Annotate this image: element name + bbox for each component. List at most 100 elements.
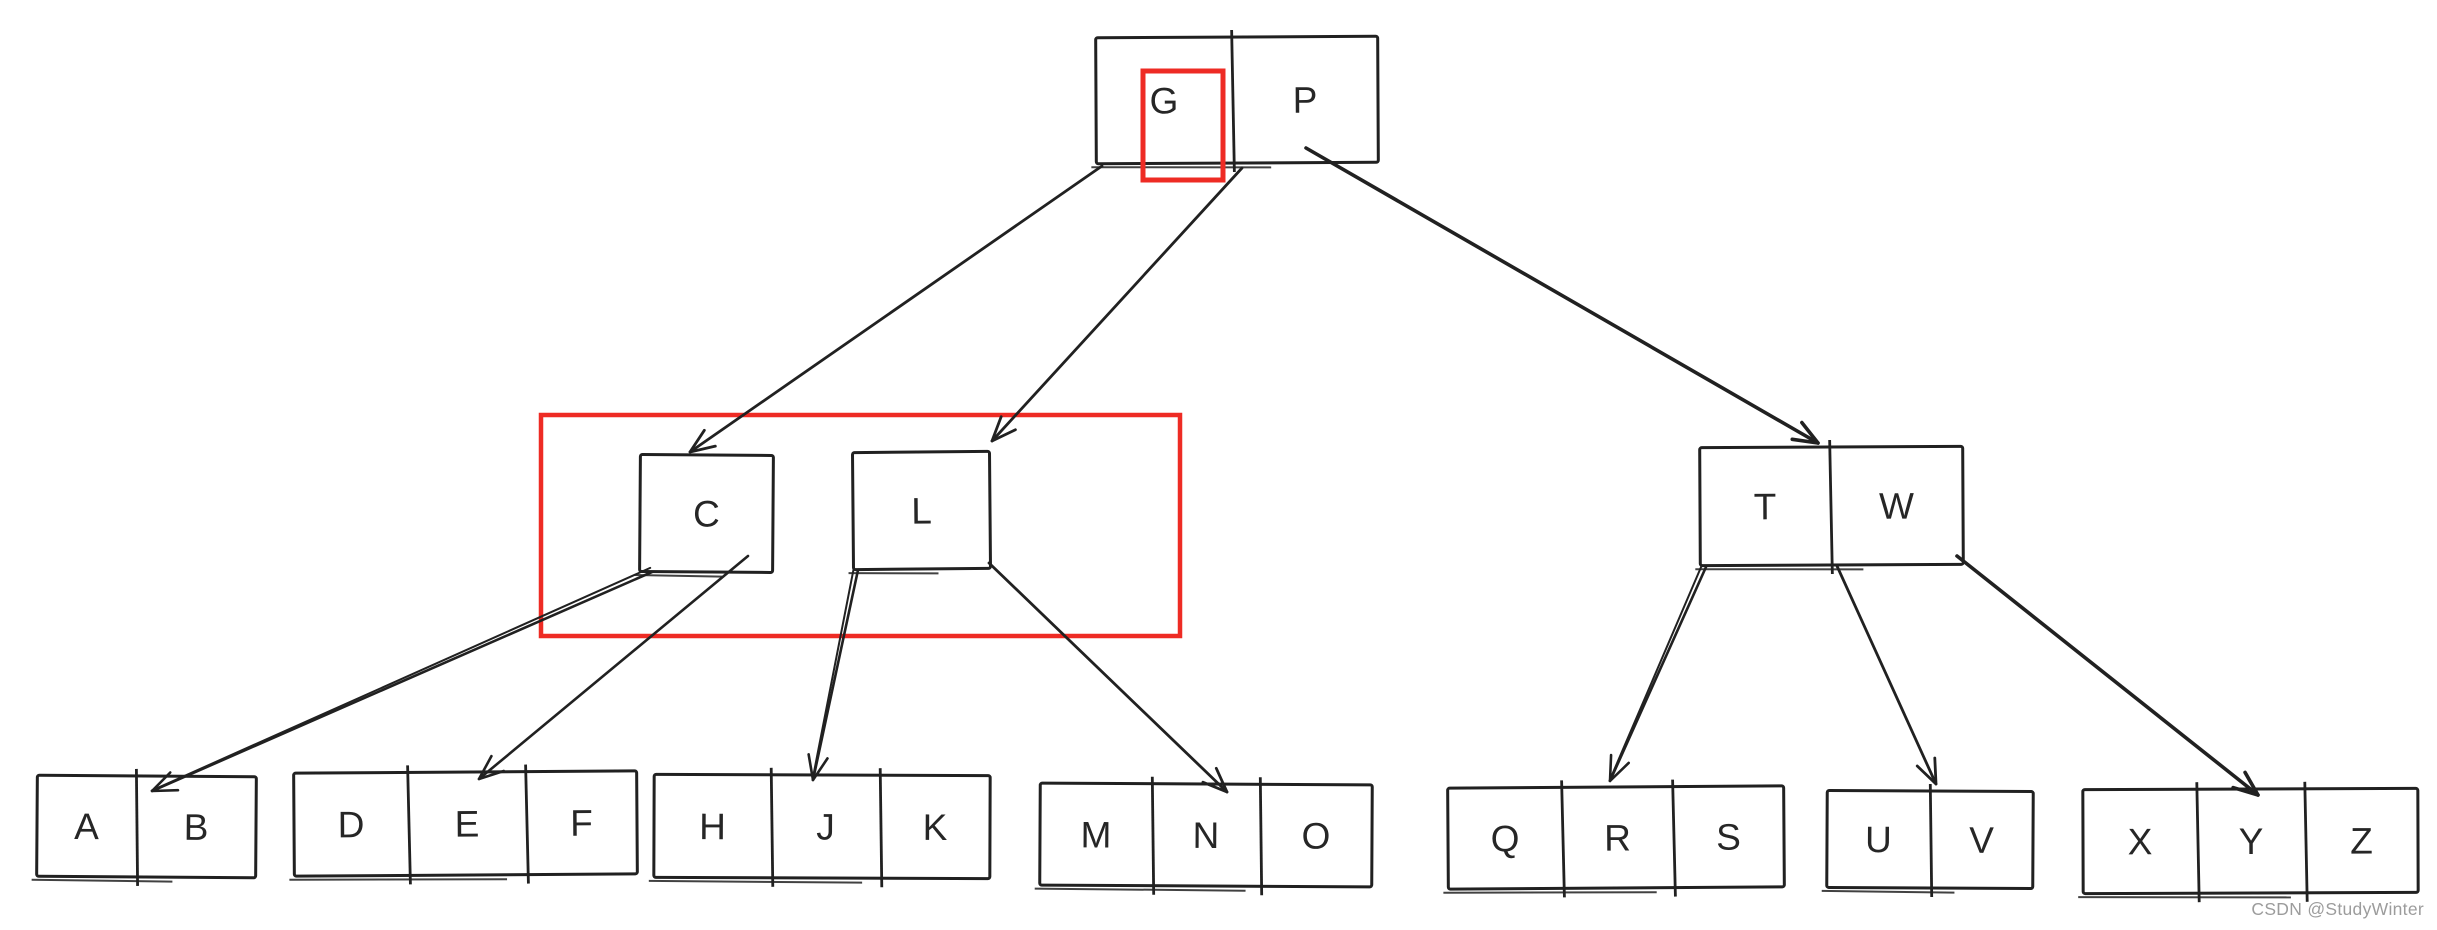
leaf-def-box-sketch-stroke [289,878,508,881]
node-l-box [851,449,992,572]
arrow-l-to-mno-arrowhead [1201,766,1229,794]
node-tw-box-sketch-stroke [1695,568,1864,571]
arrow-root-to-c [688,164,1104,454]
leaf-xyz-cell-divider [2195,782,2201,903]
node-key-U: U [1865,819,1892,860]
node-l: L [848,449,992,575]
arrow-tw-to-uv [1835,564,1938,786]
leaf-uv-cell-divider [1928,783,1934,898]
node-key-B: B [184,807,209,848]
arrow-c-to-ab-arrowhead [150,771,180,793]
leaf-def-cell-divider [524,764,530,884]
node-key-O: O [1301,816,1330,857]
leaf-qrs-box-sketch-stroke [1443,891,1657,894]
leaf-qrs-box [1446,784,1786,891]
arrow-c-to-ab-shaft [150,570,654,793]
leaf-mno-cell-divider [1258,777,1264,896]
arrow-l-to-hjk-shaft [811,568,860,782]
arrow-l-to-hjk-shaft-sketch [811,568,855,781]
node-key-J: J [816,806,835,847]
node-key-K: K [923,807,948,848]
arrow-l-to-mno [987,561,1229,794]
leaf-xyz-box-sketch-stroke [2078,896,2291,899]
arrow-root-to-l-arrowhead [990,415,1017,443]
arrow-tw-to-xyz-shaft [1955,554,2260,797]
arrow-root-to-tw-arrowhead [1790,420,1820,445]
leaf-def: D E F [289,764,639,885]
node-key-T: T [1754,486,1777,527]
node-key-M: M [1080,814,1111,855]
arrow-tw-to-qrs-arrowhead [1608,753,1630,783]
leaf-def-cell-divider [406,765,412,885]
arrow-root-to-tw [1304,146,1820,445]
arrow-c-to-def [477,554,750,781]
leaf-mno: M N O [1034,776,1374,896]
arrow-l-to-hjk-arrowhead [807,753,829,782]
arrow-root-to-c-shaft [688,164,1104,454]
node-key-R: R [1604,817,1631,858]
leaf-hjk-cell-divider [878,768,884,888]
node-root-cell-divider [1230,30,1236,173]
arrow-tw-to-xyz-arrowhead [2231,770,2260,797]
node-key-A: A [74,806,99,847]
node-key-N: N [1193,815,1220,856]
node-c: C [634,453,775,578]
arrow-tw-to-qrs-shaft [1608,565,1708,783]
leaf-hjk-box-sketch-stroke [648,879,863,884]
node-key-X: X [2128,821,2153,862]
leaf-qrs: Q R S [1443,779,1786,898]
arrow-c-to-ab-shaft-sketch [150,566,652,792]
node-l-box-sketch-stroke [848,572,939,575]
leaf-qrs-cell-divider [1560,780,1566,898]
leaf-hjk-box [652,772,992,881]
watermark: CSDN @StudyWinter [2251,899,2424,919]
arrow-root-to-l-shaft [990,166,1244,443]
leaf-ab-box [35,773,258,880]
arrow-tw-to-qrs-shaft-sketch [1608,564,1703,782]
leaf-uv-box-sketch-stroke [1821,889,1955,894]
leaf-mno-box-sketch-stroke [1034,887,1246,892]
node-key-Y: Y [2239,821,2264,862]
node-root-box-sketch-stroke [1091,166,1272,169]
node-key-S: S [1716,817,1741,858]
arrow-c-to-ab [150,566,654,793]
node-key-F: F [570,803,593,844]
arrow-root-to-c-arrowhead [688,428,717,454]
node-key-H: H [699,806,726,847]
node-key-Q: Q [1490,818,1519,859]
node-key-V: V [1969,820,1994,861]
arrow-c-to-def-shaft [477,554,750,781]
leaf-hjk-cell-divider [769,767,775,887]
leaf-xyz-cell-divider [2303,781,2309,902]
leaf-ab-cell-divider [135,768,139,886]
node-key-E: E [455,803,480,844]
leaf-ab-box-sketch-stroke [31,878,173,883]
arrow-tw-to-uv-arrowhead [1915,756,1938,786]
node-key-Z: Z [2350,821,2373,862]
node-key-L: L [911,490,932,531]
highlight-key-g [1140,68,1226,183]
arrow-tw-to-qrs [1608,564,1708,783]
node-root-box [1094,34,1380,166]
leaf-xyz: X Y Z [2078,781,2420,903]
arrow-root-to-l [990,166,1244,443]
leaf-qrs-cell-divider [1671,779,1677,897]
node-c-box-sketch-stroke [634,573,723,578]
leaf-mno-cell-divider [1150,776,1156,895]
node-tw-cell-divider [1828,439,1834,575]
node-key-G: G [1150,80,1179,121]
arrow-root-to-tw-shaft [1304,146,1820,445]
arrow-tw-to-xyz [1955,554,2260,797]
node-key-W: W [1879,486,1914,527]
node-key-C: C [693,493,720,534]
node-key-D: D [337,804,364,845]
arrow-l-to-hjk [807,568,860,782]
node-key-P: P [1293,80,1318,121]
arrow-c-to-def-arrowhead [477,754,506,781]
